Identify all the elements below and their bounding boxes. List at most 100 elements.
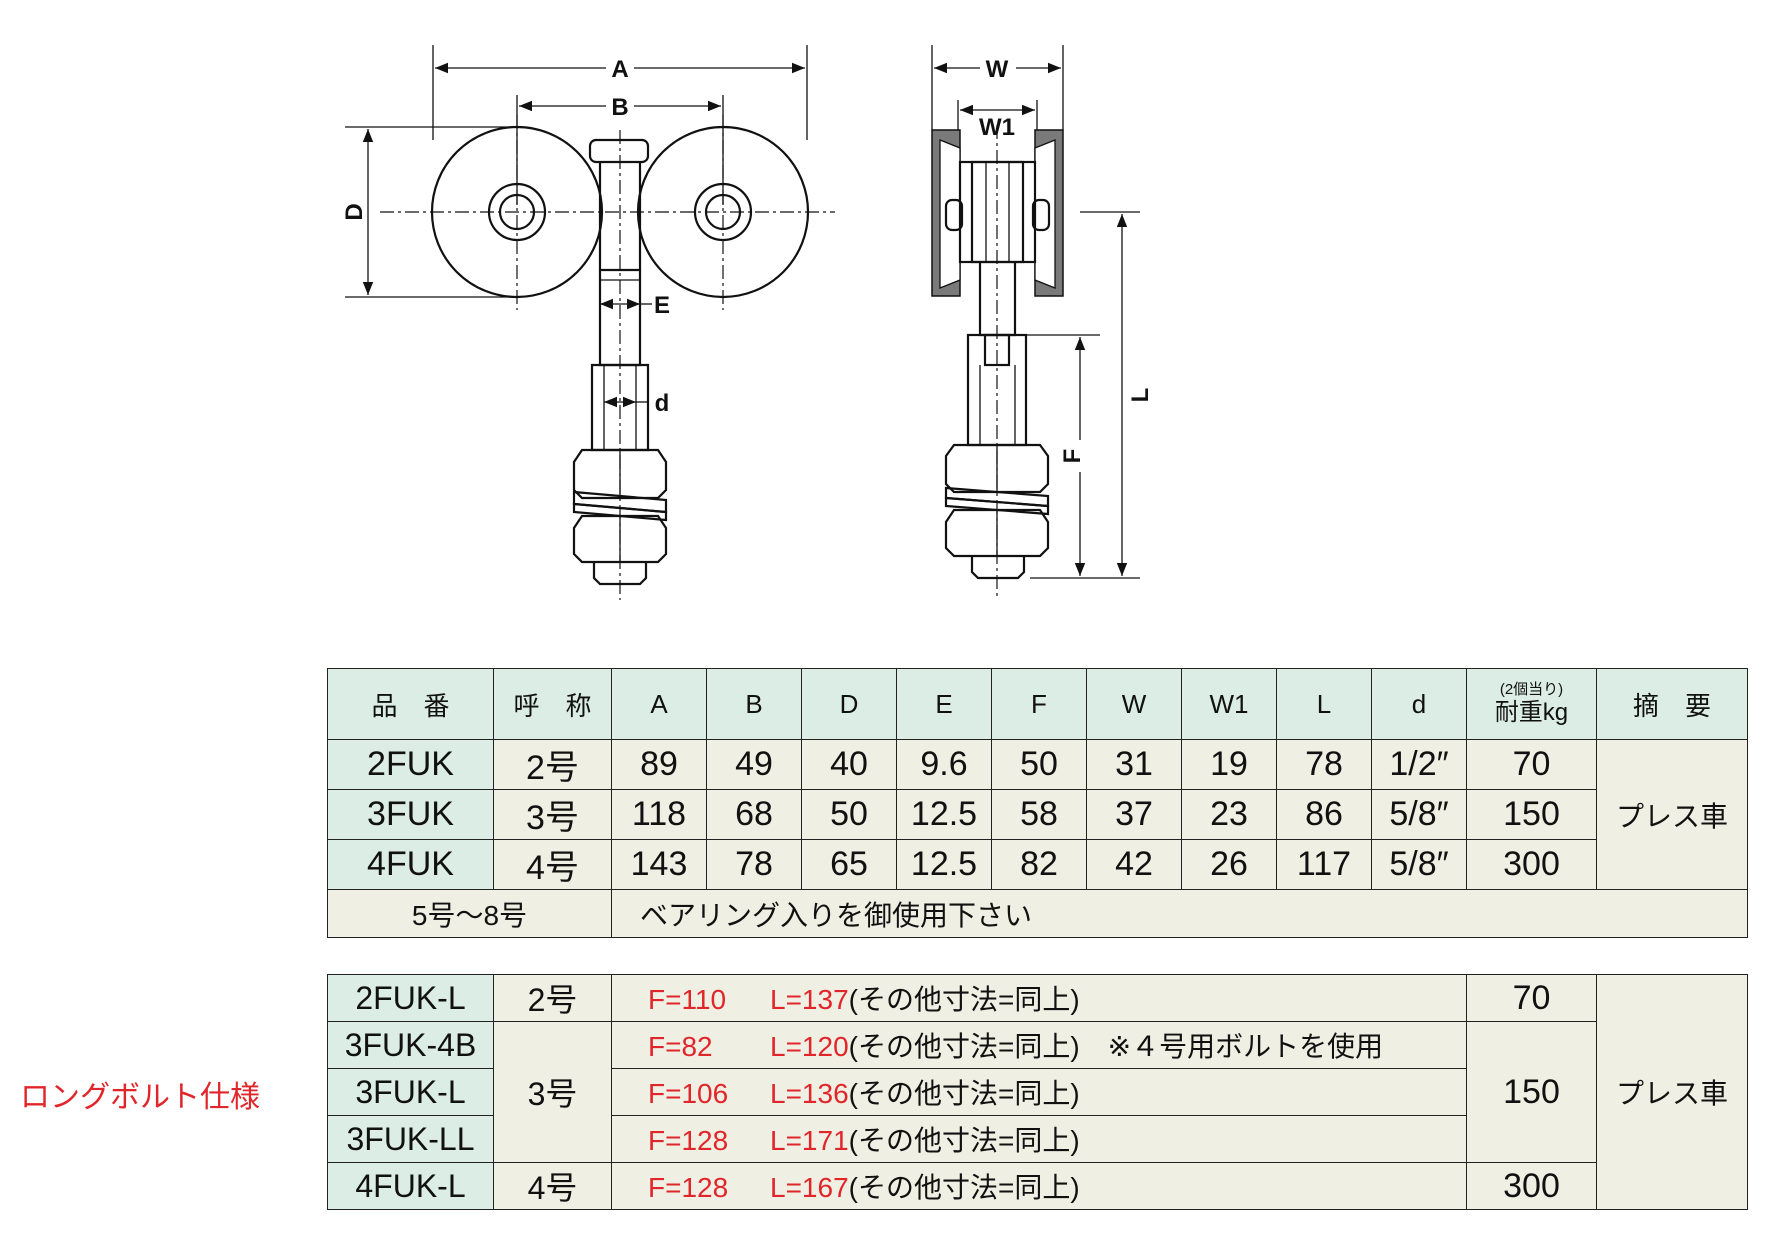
cell-d-bolt: 5/8″ <box>1371 789 1467 840</box>
header-grade: 呼 称 <box>493 668 612 740</box>
header-load: (2個当り) 耐重kg <box>1466 668 1597 740</box>
cell-load: 300 <box>1466 1162 1597 1210</box>
header-remark: 摘 要 <box>1596 668 1748 740</box>
cell-spec: F=106 L=136(その他寸法=同上) <box>611 1068 1467 1116</box>
cell-d-diameter: 50 <box>801 789 897 840</box>
dim-label-d-diameter: D <box>341 203 368 220</box>
cell-remark: プレス車 <box>1596 974 1748 1210</box>
cell-w: 42 <box>1086 839 1182 890</box>
cell-spec: F=128 L=171(その他寸法=同上) <box>611 1115 1467 1163</box>
cell-w1: 19 <box>1181 739 1277 790</box>
header-l: L <box>1276 668 1372 740</box>
cell-a: 118 <box>611 789 707 840</box>
cell-f: 50 <box>991 739 1087 790</box>
spec-f: F=106 <box>648 1078 729 1109</box>
table-row: 3FUK 3号 118 68 50 12.5 58 37 23 86 5/8″ … <box>327 789 1748 840</box>
header-a: A <box>611 668 707 740</box>
table-row: 3FUK-4B 3号 F=82 L=120 (その他寸法=同上) ※４号用ボルトを使用… <box>327 1021 1748 1163</box>
cell-part-no: 2FUK-L <box>327 974 494 1022</box>
cell-grade: 2号 <box>493 739 612 790</box>
cell-f: 82 <box>991 839 1087 890</box>
spec-l: L=137 <box>770 984 849 1015</box>
spec-extra: ※４号用ボルトを使用 <box>1107 1031 1384 1062</box>
cell-w1: 26 <box>1181 839 1277 890</box>
cell-l: 117 <box>1276 839 1372 890</box>
cell-load: 300 <box>1466 839 1597 890</box>
cell-grade: 4号 <box>493 1162 612 1210</box>
cell-e: 12.5 <box>896 789 992 840</box>
header-f: F <box>991 668 1087 740</box>
cell-w: 31 <box>1086 739 1182 790</box>
cell-part-no: 3FUK <box>327 789 494 840</box>
table-row: 4FUK-L 4号 F=128 L=167(その他寸法=同上) 300 <box>327 1162 1748 1210</box>
dim-label-d-bolt: d <box>655 390 670 417</box>
front-view: A B D E d <box>341 45 835 600</box>
cell-f: 58 <box>991 789 1087 840</box>
footer-grade-range: 5号〜8号 <box>327 889 612 938</box>
cell-d-bolt: 1/2″ <box>1371 739 1467 790</box>
long-bolt-label: ロングボルト仕様 <box>20 1080 260 1115</box>
cell-b: 49 <box>706 739 802 790</box>
table-row: 3FUK-L F=106 L=136(その他寸法=同上) <box>327 1068 1748 1116</box>
cell-l: 86 <box>1276 789 1372 840</box>
header-load-label: 耐重kg <box>1494 698 1569 726</box>
header-w: W <box>1086 668 1182 740</box>
header-b: B <box>706 668 802 740</box>
cell-part-no: 4FUK-L <box>327 1162 494 1210</box>
cell-part-no: 3FUK-LL <box>327 1115 494 1163</box>
cell-d-bolt: 5/8″ <box>1371 839 1467 890</box>
spec-l: L=167 <box>770 1172 849 1203</box>
dim-label-l: L <box>1127 388 1154 403</box>
spec-l: L=120 <box>770 1031 849 1062</box>
table-row: 3FUK-LL F=128 L=171(その他寸法=同上) <box>327 1115 1748 1163</box>
header-e: E <box>896 668 992 740</box>
spec-l: L=136 <box>770 1078 849 1109</box>
header-d-diameter: D <box>801 668 897 740</box>
side-view: W W1 <box>931 45 1160 600</box>
cell-load: 70 <box>1466 974 1597 1022</box>
spec-note: (その他寸法=同上) <box>848 1172 1080 1203</box>
cell-l: 78 <box>1276 739 1372 790</box>
cell-d-diameter: 40 <box>801 739 897 790</box>
cell-grade: 4号 <box>493 839 612 890</box>
cell-part-no: 3FUK-L <box>327 1068 494 1116</box>
cell-spec: F=128 L=167(その他寸法=同上) <box>611 1162 1467 1210</box>
cell-part-no: 2FUK <box>327 739 494 790</box>
footer-note: ベアリング入りを御使用下さい <box>611 889 1748 938</box>
cell-load: 150 <box>1466 789 1597 840</box>
cell-a: 89 <box>611 739 707 790</box>
dim-label-f: F <box>1059 449 1086 464</box>
cell-w: 37 <box>1086 789 1182 840</box>
spec-f: F=128 <box>648 1172 729 1203</box>
dim-label-w: W <box>986 56 1009 83</box>
cell-d-diameter: 65 <box>801 839 897 890</box>
cell-grade: 2号 <box>493 974 612 1022</box>
cell-e: 9.6 <box>896 739 992 790</box>
cell-b: 68 <box>706 789 802 840</box>
dim-label-b: B <box>611 94 628 121</box>
table-row: 4FUK 4号 143 78 65 12.5 82 42 26 117 5/8″… <box>327 839 1748 890</box>
spec-note: (その他寸法=同上) <box>848 1078 1080 1109</box>
spec-note: (その他寸法=同上) <box>848 984 1080 1015</box>
spec-f: F=82 <box>648 1031 713 1062</box>
technical-drawing: A B D E d <box>341 45 1160 600</box>
header-d-bolt: d <box>1371 668 1467 740</box>
cell-part-no: 3FUK-4B <box>327 1021 494 1069</box>
header-part-no: 品 番 <box>327 668 494 740</box>
cell-grade: 3号 <box>493 1021 612 1163</box>
spec-l: L=171 <box>770 1125 849 1156</box>
header-load-note: (2個当り) <box>1499 680 1564 698</box>
header-w1: W1 <box>1181 668 1277 740</box>
spec-f: F=128 <box>648 1125 729 1156</box>
cell-remark: プレス車 <box>1596 739 1748 890</box>
table-row: 2FUK 2号 89 49 40 9.6 50 31 19 78 1/2″ 70… <box>327 739 1748 890</box>
dim-label-a: A <box>611 56 628 83</box>
cell-b: 78 <box>706 839 802 890</box>
cell-a: 143 <box>611 839 707 890</box>
spec-note: (その他寸法=同上) <box>848 1125 1080 1156</box>
cell-w1: 23 <box>1181 789 1277 840</box>
